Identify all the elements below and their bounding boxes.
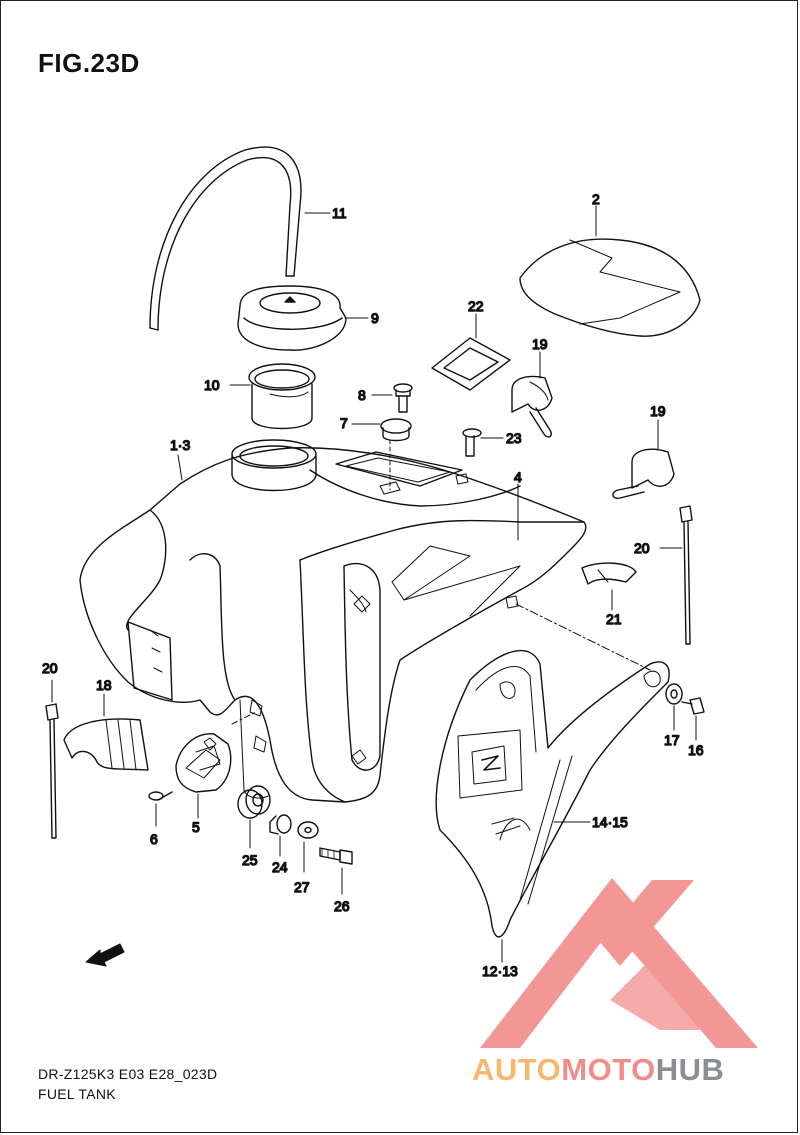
brand-part-hub: HUB — [655, 1052, 725, 1087]
part-26-bolt[interactable] — [319, 847, 353, 895]
callout-18: 18 — [96, 677, 112, 693]
callout-2: 2 — [592, 191, 600, 207]
part-9-fuel-cap[interactable] — [237, 285, 369, 351]
part-2-tank-pad[interactable] — [519, 205, 701, 337]
part-19-clamp-lower[interactable] — [612, 419, 675, 500]
part-7-cushion[interactable] — [351, 418, 412, 442]
part-1-3-fuel-tank[interactable] — [79, 439, 587, 803]
part-8-screw[interactable] — [371, 383, 413, 413]
section-name: FUEL TANK — [38, 1086, 116, 1102]
callout-24: 24 — [272, 859, 288, 875]
callout-4: 4 — [514, 469, 522, 485]
callout-27: 27 — [294, 879, 310, 895]
part-17-washer[interactable] — [665, 683, 683, 731]
part-10-filler-ring[interactable] — [229, 363, 316, 430]
part-22-rubber-strap[interactable] — [431, 313, 511, 391]
part-18-cushion[interactable] — [63, 693, 149, 771]
fwd-arrow-icon: FWD — [85, 943, 125, 967]
callout-1-3: 1·3 — [170, 437, 190, 453]
callout-20-right: 20 — [634, 540, 650, 556]
callout-26: 26 — [334, 898, 350, 914]
part-25-rubber-mount[interactable] — [237, 785, 271, 849]
brand-part-moto: MOTO — [561, 1052, 656, 1087]
callout-11: 11 — [332, 205, 347, 221]
part-6-screw[interactable] — [148, 791, 173, 827]
watermark-logo-icon — [480, 878, 758, 1048]
part-12-15-tank-shroud[interactable] — [435, 649, 670, 963]
callout-14-15: 14·15 — [592, 814, 628, 830]
callout-7: 7 — [340, 415, 348, 431]
part-20-cable-tie-right[interactable] — [659, 505, 693, 645]
figure-title: FIG.23D — [38, 48, 140, 78]
callout-5: 5 — [192, 819, 200, 835]
part-19-clamp-upper[interactable] — [511, 351, 553, 438]
callout-21: 21 — [606, 611, 622, 627]
callout-8: 8 — [358, 387, 366, 403]
watermark-brand: AUTOMOTOHUB — [472, 1052, 724, 1088]
callout-25: 25 — [242, 852, 258, 868]
callout-22: 22 — [468, 298, 484, 314]
callout-19-lower: 19 — [650, 403, 666, 419]
callout-17: 17 — [664, 732, 680, 748]
callout-10: 10 — [204, 377, 220, 393]
part-23-screw[interactable] — [462, 428, 504, 457]
part-5-fuel-valve[interactable] — [175, 711, 257, 819]
model-code: DR-Z125K3 E03 E28_023D — [38, 1066, 218, 1082]
part-24-collar[interactable] — [269, 814, 292, 857]
part-11-breather-hose[interactable] — [149, 146, 331, 331]
callout-12-13: 12·13 — [482, 963, 518, 979]
assembly-line — [515, 603, 651, 671]
part-20-cable-tie-left[interactable] — [45, 679, 59, 839]
callout-6: 6 — [150, 831, 158, 847]
callout-20-left: 20 — [42, 660, 58, 676]
part-21-cushion[interactable] — [581, 562, 637, 611]
callout-23: 23 — [506, 430, 522, 446]
brand-part-auto: AUTO — [472, 1052, 562, 1087]
callout-9: 9 — [371, 310, 379, 326]
part-16-bolt[interactable] — [681, 697, 705, 741]
part-27-washer[interactable] — [297, 821, 319, 873]
callout-19-upper: 19 — [532, 336, 548, 352]
callout-16: 16 — [688, 742, 704, 758]
